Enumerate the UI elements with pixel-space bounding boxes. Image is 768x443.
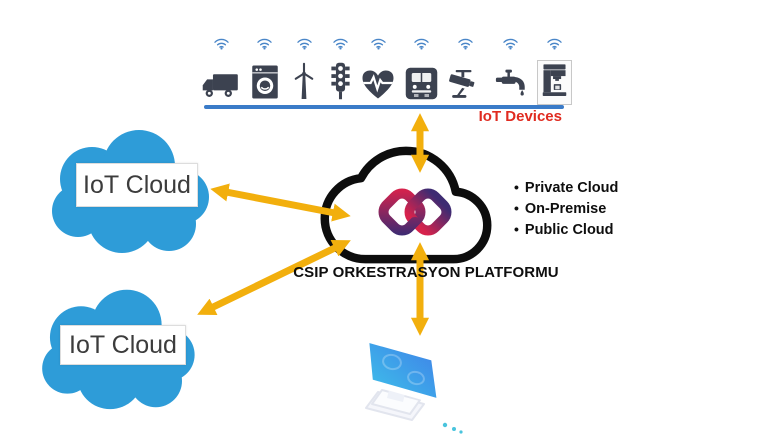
csip-logo-icon bbox=[378, 188, 452, 236]
washing-machine-icon bbox=[250, 64, 280, 105]
cctv-camera-icon bbox=[447, 70, 483, 105]
device-cell-water-faucet bbox=[493, 37, 528, 105]
device-cell-washing-machine bbox=[250, 37, 280, 105]
deployment-options-list: • Private Cloud • On-Premise • Public Cl… bbox=[514, 177, 618, 240]
device-cell-coffee-machine bbox=[537, 37, 572, 105]
wifi-indicator bbox=[370, 37, 387, 55]
deployment-option: • Private Cloud bbox=[514, 177, 618, 198]
device-cell-truck bbox=[202, 37, 240, 105]
wifi-indicator bbox=[413, 37, 430, 55]
bullet-icon: • bbox=[514, 179, 519, 195]
devices-baseline bbox=[204, 105, 564, 109]
bullet-icon: • bbox=[514, 200, 519, 216]
wifi-indicator bbox=[256, 37, 273, 55]
decor-dots bbox=[442, 422, 463, 434]
deployment-option: • Public Cloud bbox=[514, 219, 618, 240]
monitor-illustration bbox=[363, 336, 463, 434]
wifi-indicator bbox=[296, 37, 313, 55]
heart-monitor-icon bbox=[361, 69, 395, 105]
traffic-light-icon bbox=[329, 62, 352, 105]
iot-devices-caption: IoT Devices bbox=[478, 108, 562, 125]
device-cell-bus bbox=[405, 37, 438, 105]
deployment-option-label: Public Cloud bbox=[524, 222, 614, 238]
truck-icon bbox=[202, 72, 240, 105]
iot-cloud-label-2: IoT Cloud bbox=[60, 325, 186, 365]
deployment-option-label: On-Premise bbox=[524, 201, 607, 217]
deployment-option: • On-Premise bbox=[514, 198, 618, 219]
wifi-icon bbox=[457, 38, 473, 50]
monitor-screen bbox=[363, 336, 443, 405]
wifi-icon bbox=[213, 38, 229, 50]
coffee-machine-icon bbox=[537, 60, 572, 105]
iot-cloud-label-text: IoT Cloud bbox=[83, 170, 191, 199]
wifi-icon bbox=[547, 38, 562, 50]
device-cell-cctv-camera bbox=[447, 37, 483, 105]
deployment-option-label: Private Cloud bbox=[524, 180, 619, 196]
wifi-icon bbox=[296, 38, 312, 50]
wifi-indicator bbox=[213, 37, 230, 55]
wifi-indicator bbox=[502, 37, 519, 55]
wifi-indicator bbox=[332, 37, 349, 55]
device-cell-traffic-light bbox=[329, 37, 352, 105]
monitor-stand bbox=[365, 389, 425, 421]
wifi-icon bbox=[257, 38, 272, 50]
wifi-icon bbox=[413, 38, 429, 50]
bus-icon bbox=[405, 67, 438, 105]
iot-cloud-label-1: IoT Cloud bbox=[76, 163, 198, 207]
platform-label: CSIP ORKESTRASYON PLATFORMU bbox=[293, 264, 559, 281]
device-cell-wind-turbine bbox=[289, 37, 319, 105]
device-cell-heart-monitor bbox=[361, 37, 395, 105]
iot-cloud-label-text: IoT Cloud bbox=[69, 330, 177, 359]
wind-turbine-icon bbox=[289, 62, 319, 105]
water-faucet-icon bbox=[493, 67, 528, 105]
iot-devices-row bbox=[202, 37, 572, 105]
bullet-icon: • bbox=[514, 221, 519, 237]
wifi-indicator bbox=[546, 37, 563, 55]
wifi-indicator bbox=[457, 37, 474, 55]
wifi-icon bbox=[370, 38, 386, 50]
wifi-icon bbox=[502, 38, 518, 50]
wifi-icon bbox=[332, 38, 348, 50]
